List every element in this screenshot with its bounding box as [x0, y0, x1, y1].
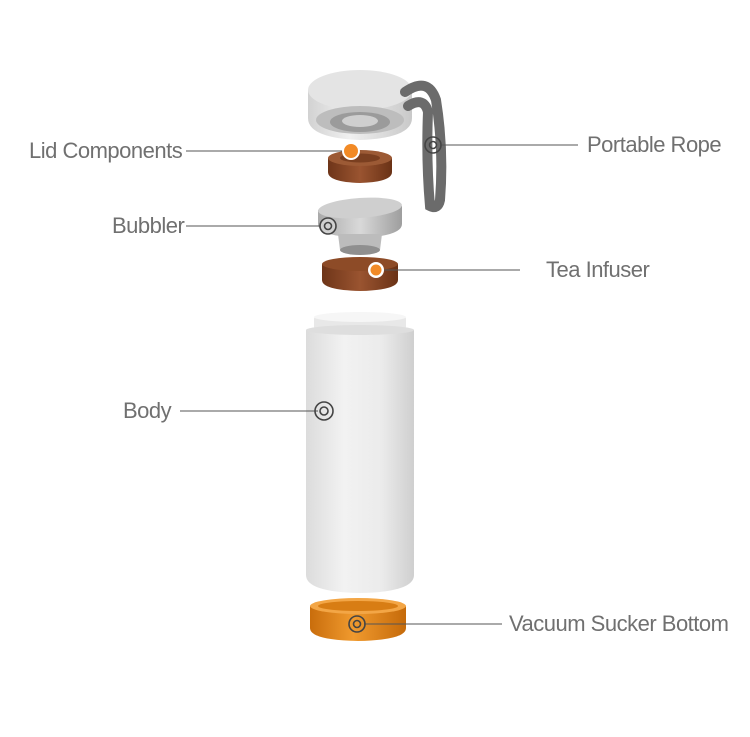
portable-rope	[400, 80, 447, 213]
label-body: Body	[123, 398, 172, 423]
marker-body	[314, 401, 334, 421]
label-vacuum-sucker-bottom: Vacuum Sucker Bottom	[509, 611, 729, 636]
label-portable-rope: Portable Rope	[587, 132, 722, 157]
marker-portable-rope	[424, 136, 442, 154]
label-lid-components: Lid Components	[29, 138, 183, 163]
marker-tea-infuser	[368, 262, 384, 278]
marker-lid-components	[342, 142, 360, 160]
bottle-body	[306, 312, 414, 593]
label-tea-infuser: Tea Infuser	[546, 257, 650, 282]
leader-lines	[180, 144, 578, 625]
lid-seal	[328, 150, 392, 183]
bubbler	[318, 197, 402, 255]
marker-vacuum-sucker-bottom	[348, 615, 366, 633]
vacuum-sucker-base	[310, 598, 406, 641]
marker-bubbler	[319, 217, 337, 235]
tea-infuser	[322, 257, 398, 291]
lid-cap	[308, 70, 412, 140]
label-bubbler: Bubbler	[112, 213, 185, 238]
